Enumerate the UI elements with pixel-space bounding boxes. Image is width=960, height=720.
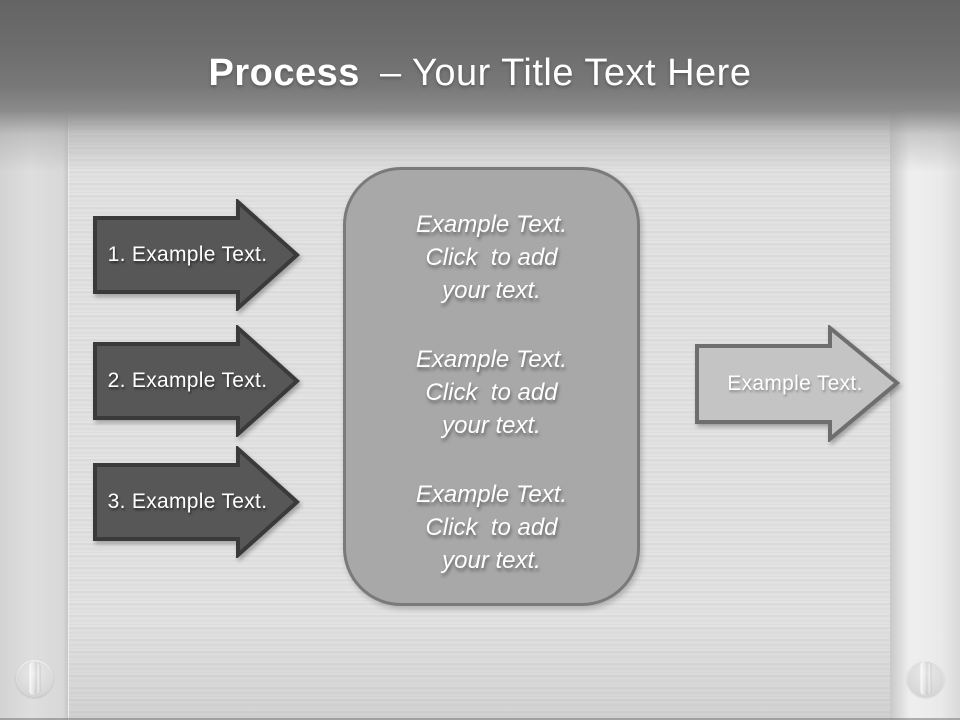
title-emphasis: Process <box>208 52 360 94</box>
step-arrow-label: 2. Example Text. <box>107 369 268 392</box>
screw-icon <box>907 660 944 697</box>
page-title[interactable]: Process – Your Title Text Here <box>0 0 960 94</box>
step-arrow-label: 3. Example Text. <box>107 490 268 513</box>
step-arrow-2[interactable]: 2. Example Text. <box>93 325 300 437</box>
panel-placeholder-text[interactable]: Example Text. Click to add your text. <box>415 211 568 304</box>
title-rest: – Your Title Text Here <box>379 52 752 94</box>
title-bar: Process – Your Title Text Here <box>0 0 960 172</box>
screw-slot <box>29 662 40 695</box>
step-arrow-3[interactable]: 3. Example Text. <box>93 446 300 558</box>
result-arrow-label: Example Text. <box>727 371 863 395</box>
right-arrow-icon <box>695 325 900 442</box>
panel-placeholder-text[interactable]: Example Text. Click to add your text. <box>415 481 568 574</box>
right-arrow-icon <box>93 199 300 311</box>
right-arrow-icon <box>93 446 300 558</box>
screw-slot <box>920 662 931 695</box>
screw-icon <box>16 660 53 697</box>
panel-placeholder-text[interactable]: Example Text. Click to add your text. <box>415 346 568 439</box>
right-arrow-icon <box>93 325 300 437</box>
step-arrow-1[interactable]: 1. Example Text. <box>93 199 300 311</box>
step-arrow-label: 1. Example Text. <box>107 243 268 266</box>
result-arrow[interactable]: Example Text. <box>695 325 900 442</box>
center-panel[interactable]: Example Text. Click to add your text. Ex… <box>343 167 640 606</box>
